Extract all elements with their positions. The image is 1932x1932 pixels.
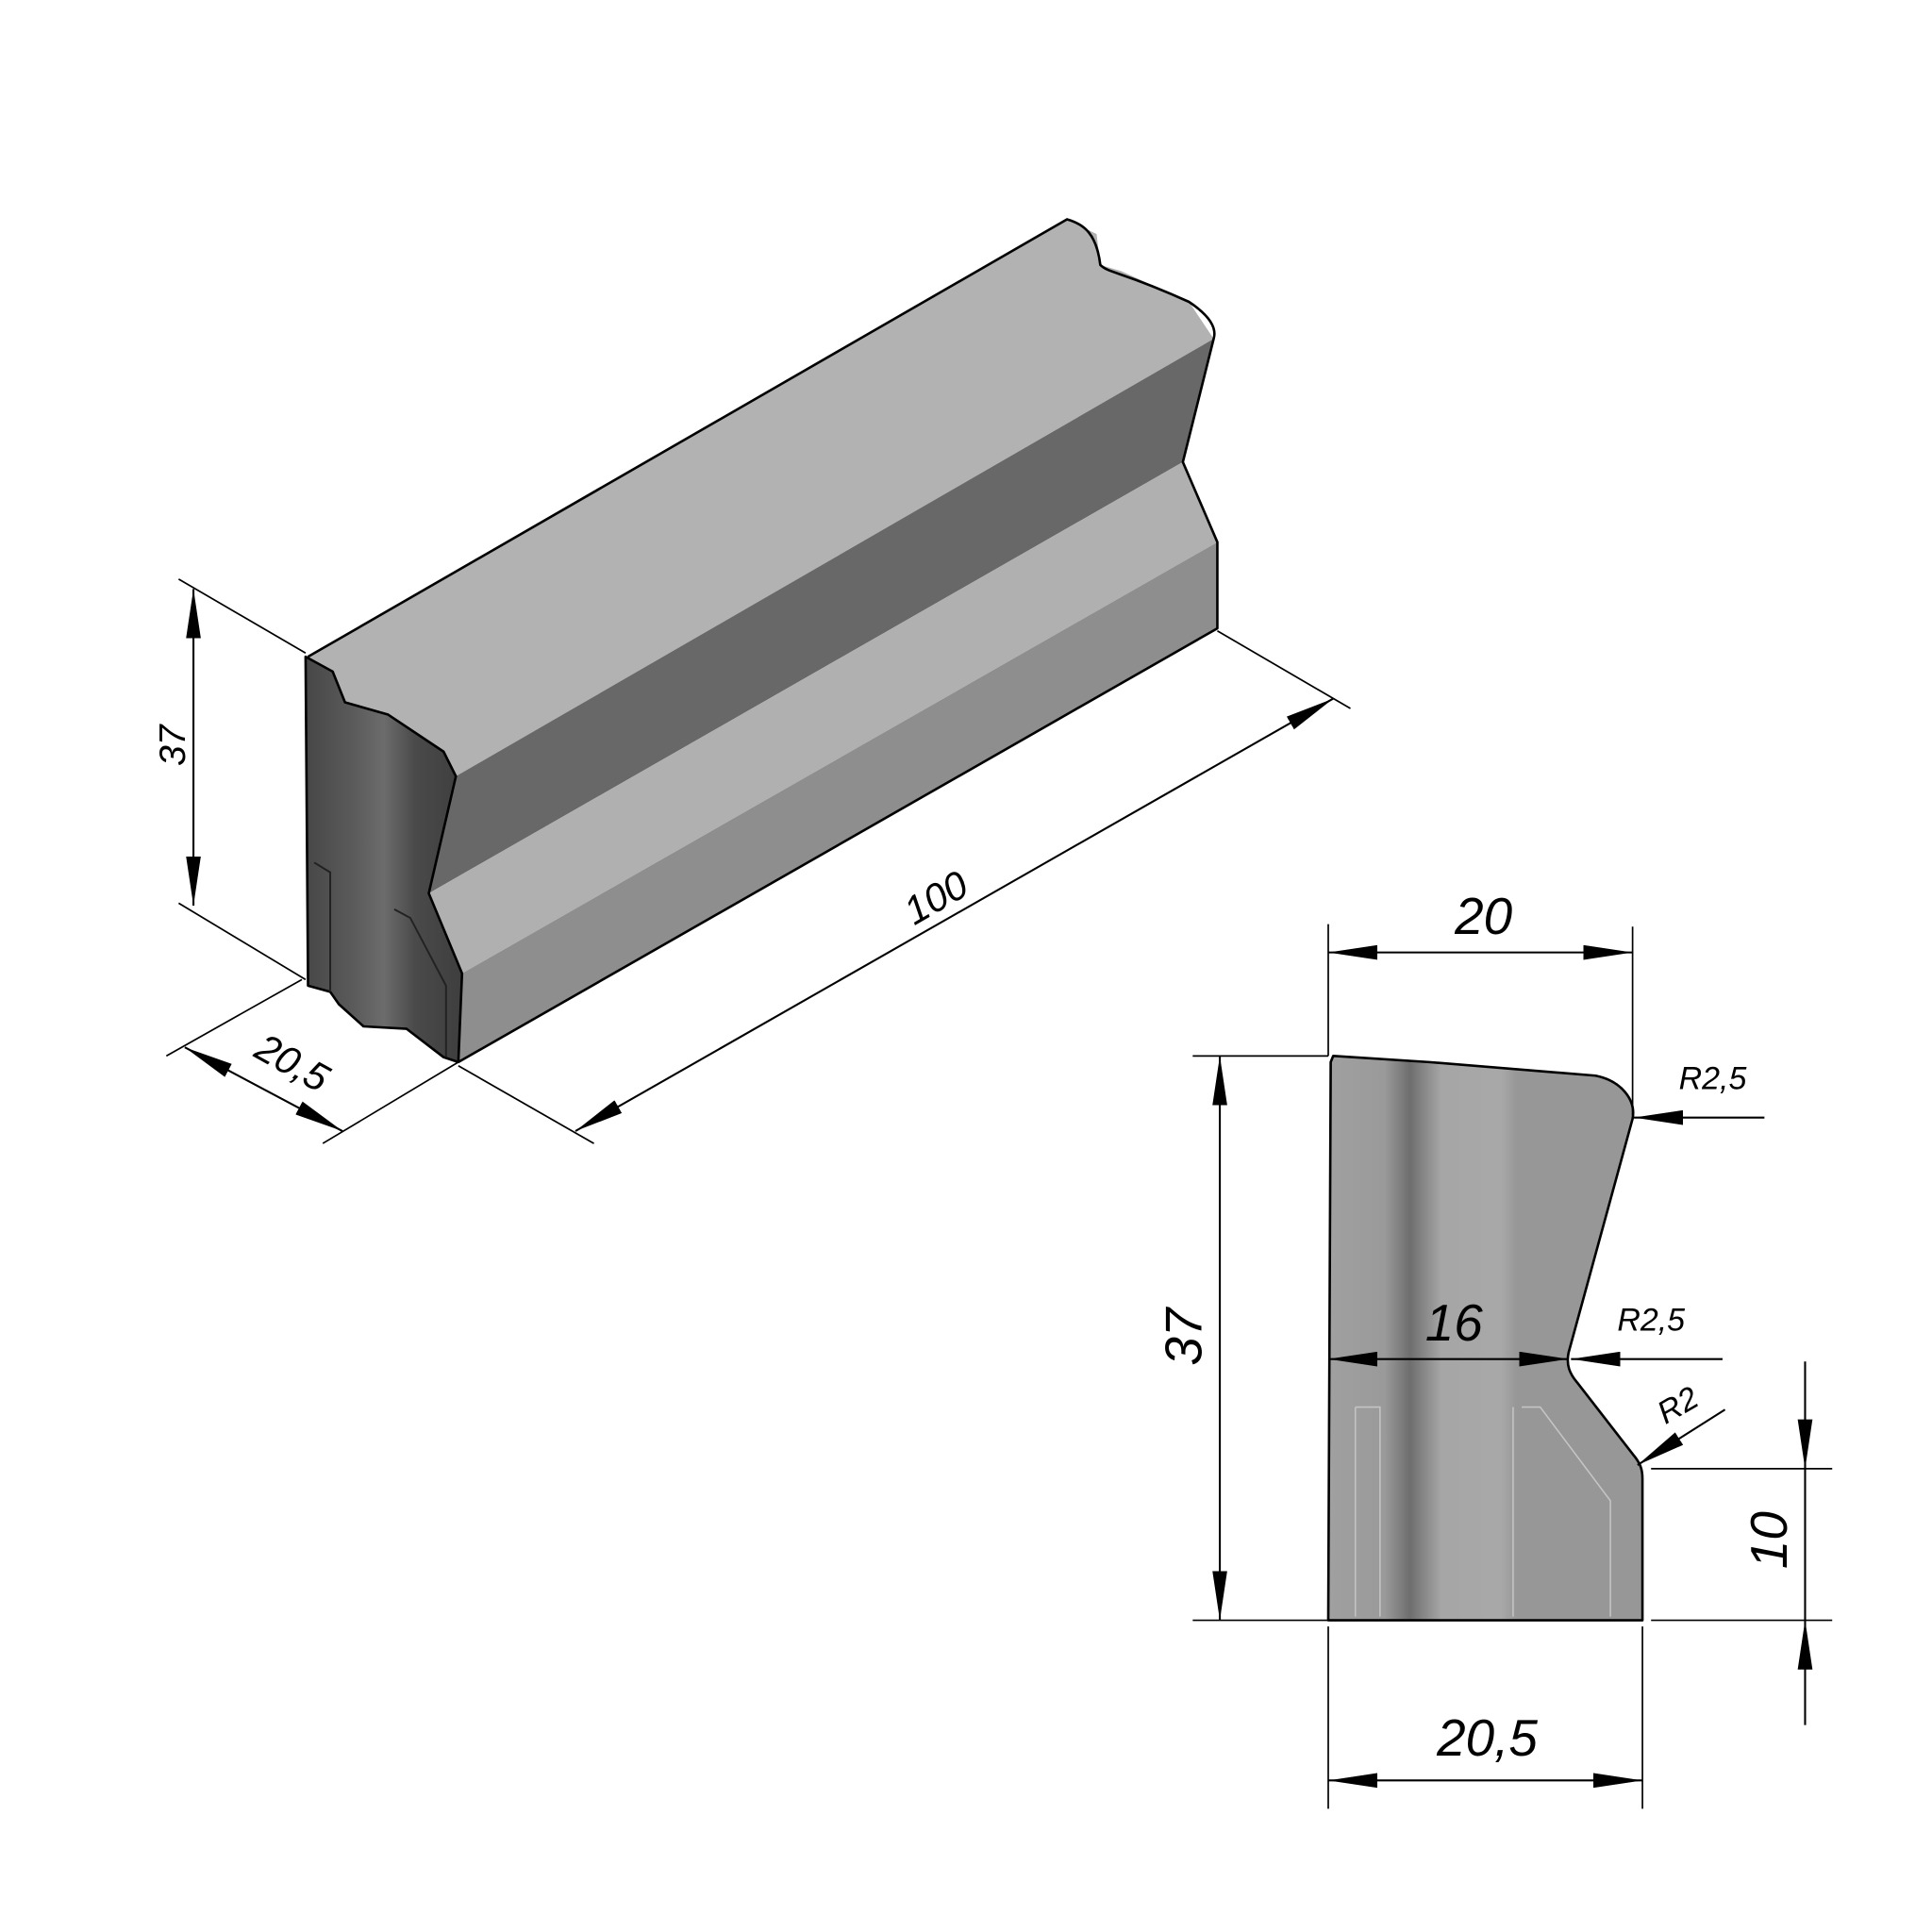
section-groove-right [1512, 1406, 1611, 1617]
section-height-label: 37 [1154, 1306, 1212, 1366]
section-base-width-dimension: 20,5 [1327, 1626, 1643, 1809]
section-profile [1326, 1055, 1644, 1622]
radius-top-label: R2,5 [1679, 1061, 1747, 1097]
radius-mid-callout: R2,5 [1571, 1303, 1723, 1367]
iso-height-label: 37 [153, 724, 193, 766]
radius-mid-label: R2,5 [1617, 1303, 1685, 1339]
section-base-height-label: 10 [1740, 1511, 1798, 1570]
iso-width-label: 20,5 [247, 1024, 337, 1101]
section-base-height-dimension: 10 [1651, 1361, 1833, 1725]
section-base-width-label: 20,5 [1436, 1708, 1538, 1767]
top-surface [308, 219, 1214, 776]
isometric-view [304, 218, 1219, 1064]
section-top-width-label: 20 [1454, 887, 1513, 945]
iso-length-label: 100 [896, 862, 975, 934]
section-groove-left [1354, 1406, 1381, 1617]
end-face-groove-left [313, 861, 332, 992]
iso-height-dimension: 37 [153, 578, 307, 981]
section-top-width-dimension: 20 [1327, 887, 1634, 1116]
cross-section-view [1326, 1055, 1644, 1622]
block-outline [307, 218, 1219, 1064]
end-face-groove-right [393, 908, 447, 1058]
end-face [304, 655, 464, 1064]
section-height-dimension: 37 [1154, 1055, 1328, 1622]
section-neck-width-label: 16 [1425, 1293, 1484, 1352]
radius-top-callout: R2,5 [1633, 1061, 1765, 1125]
radius-low-callout: R2 [1637, 1380, 1726, 1466]
section-neck-width-dimension: 16 [1328, 1293, 1569, 1367]
radius-low-label: R2 [1651, 1380, 1705, 1432]
